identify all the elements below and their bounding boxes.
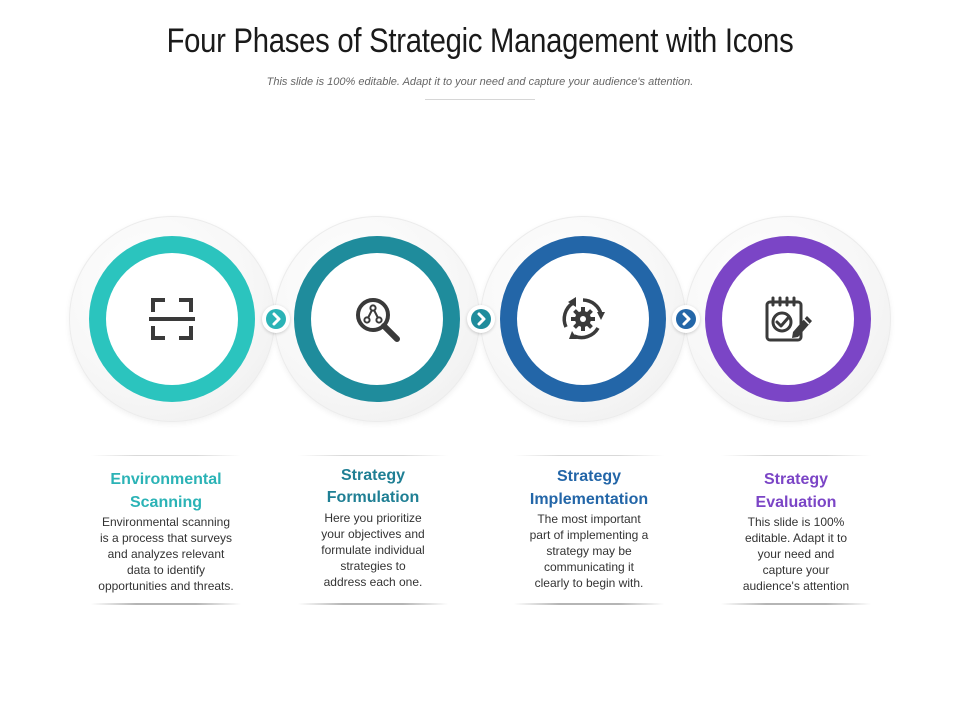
phase-4-card: Strategy Evaluation This slide is 100% e… <box>721 455 871 605</box>
phase-3-body-line-4: communicating it <box>543 560 635 574</box>
card-bottom-divider <box>91 603 241 605</box>
phase-1-body-line-4: data to identify <box>126 563 206 577</box>
scan-icon <box>149 298 195 340</box>
card-bottom-divider <box>514 603 664 605</box>
phase-3-body-line-2: part of implementing a <box>529 528 649 542</box>
phase-2-ring <box>294 236 460 402</box>
card-top-divider <box>721 455 871 456</box>
phase-3-title-line-1: Strategy <box>556 468 622 485</box>
phase-4-body-line-3: your need and <box>757 547 835 561</box>
phase-1-title-line-2: Scanning <box>129 494 202 511</box>
phase-1-body-line-2: is a process that surveys <box>99 531 233 545</box>
chevron-right-icon <box>266 309 286 329</box>
phase-4-title-line-2: Evaluation <box>755 494 837 511</box>
phase-2-title-line-1: Strategy <box>340 467 406 484</box>
phase-2-body-line-3: formulate individual <box>321 543 425 557</box>
phase-4-body-line-4: capture your <box>762 563 830 577</box>
phase-4-body-line-5: audience's attention <box>742 579 850 593</box>
arrow-3-to-4 <box>672 305 700 333</box>
phase-2-body-line-5: address each one. <box>323 575 423 589</box>
phase-1-ring <box>89 236 255 402</box>
card-bottom-divider <box>298 603 448 605</box>
search-network-icon <box>356 298 400 342</box>
card-bottom-divider <box>721 603 871 605</box>
phase-4-title-line-1: Strategy <box>763 471 829 488</box>
phase-1-body-line-1: Environmental scanning <box>101 515 231 529</box>
phase-2-body-line-4: strategies to <box>340 559 406 573</box>
gear-cycle-icon <box>562 297 605 340</box>
phase-4-body-line-2: editable. Adapt it to <box>744 531 848 545</box>
phase-2-title-line-2: Formulation <box>326 489 420 506</box>
phase-1-body-line-5: opportunities and threats. <box>98 579 234 593</box>
chevron-right-icon <box>676 309 696 329</box>
card-top-divider <box>298 455 448 456</box>
phase-3-card: Strategy Implementation The most importa… <box>514 455 664 605</box>
phase-2-body-line-2: your objectives and <box>321 527 425 541</box>
phase-4-body-line-1: This slide is 100% <box>747 515 845 529</box>
card-top-divider <box>514 455 664 456</box>
phase-3-body-line-5: clearly to begin with. <box>534 576 644 590</box>
slide-title: Four Phases of Strategic Management with… <box>166 22 794 60</box>
phase-2-card: Strategy Formulation Here you prioritize… <box>298 455 448 605</box>
chevron-right-icon <box>471 309 491 329</box>
phase-1-ring-center <box>106 253 238 385</box>
phase-3-ring <box>500 236 666 402</box>
phase-4-ring-center <box>722 253 854 385</box>
phase-3-body-line-3: strategy may be <box>546 544 632 558</box>
phase-3-title-line-2: Implementation <box>529 491 649 508</box>
phase-2-body-line-1: Here you prioritize <box>324 511 422 525</box>
phase-2-ring-center <box>311 253 443 385</box>
phase-4-ring <box>705 236 871 402</box>
clipboard-check-icon <box>765 296 812 342</box>
phase-1-body-line-3: and analyzes relevant <box>107 547 225 561</box>
slide-subtitle: This slide is 100% editable. Adapt it to… <box>266 76 694 88</box>
title-divider <box>425 99 535 100</box>
arrow-1-to-2 <box>262 305 290 333</box>
phase-1-card: Environmental Scanning Environmental sca… <box>91 455 241 605</box>
card-top-divider <box>91 455 241 456</box>
phase-3-ring-center <box>517 253 649 385</box>
arrow-2-to-3 <box>467 305 495 333</box>
phase-1-title-line-1: Environmental <box>110 471 222 488</box>
phase-3-body-line-1: The most important <box>537 512 641 526</box>
